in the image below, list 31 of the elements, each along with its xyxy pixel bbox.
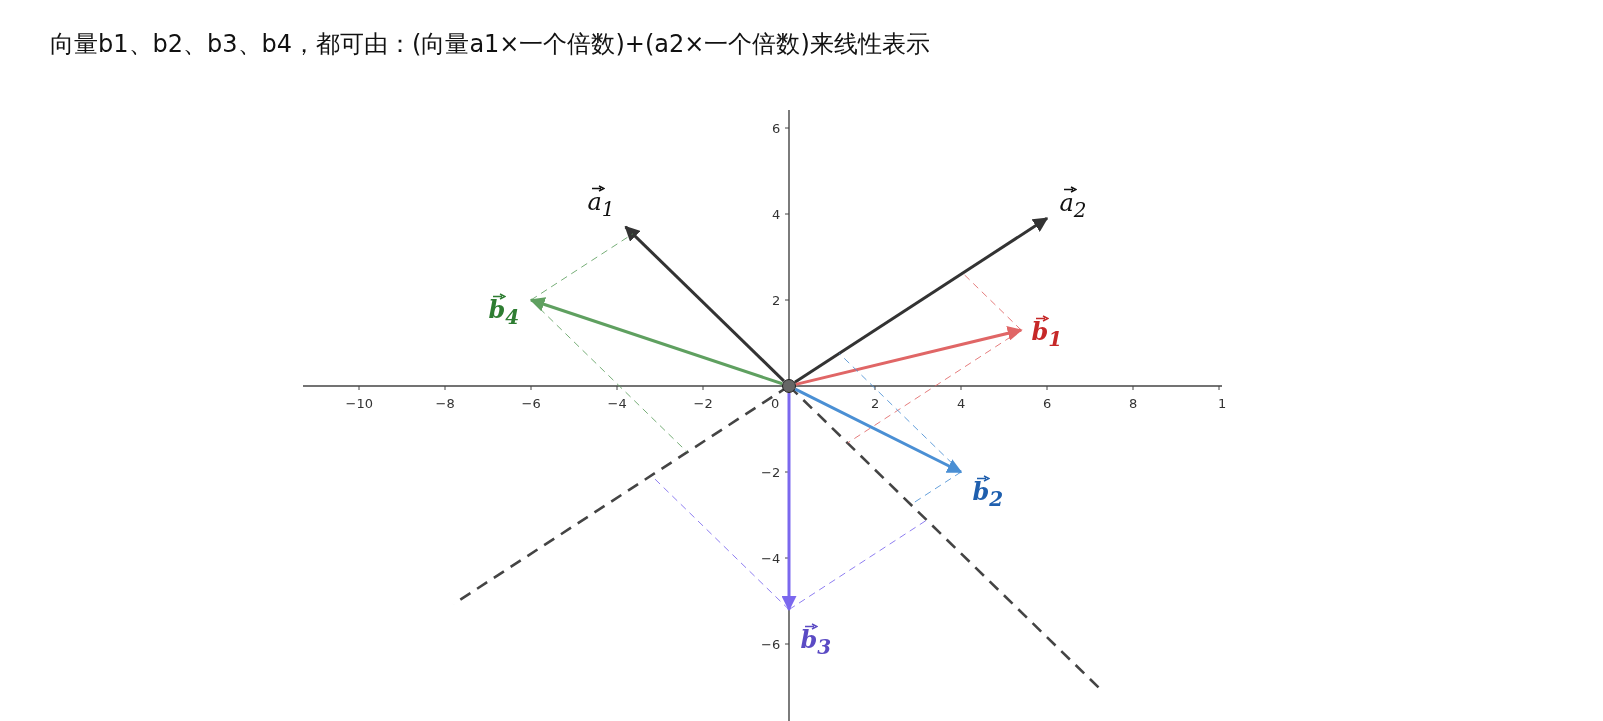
vector-label: b$_{4}$ xyxy=(488,296,520,330)
tick-label: 0 xyxy=(771,395,780,411)
tick-label: −4 xyxy=(607,395,627,411)
vector-label: b$_{2}$ xyxy=(972,478,1004,512)
vector-label: b$_{3}$ xyxy=(800,626,832,660)
vector-arrow xyxy=(794,217,1049,384)
tick-label: −6 xyxy=(521,395,541,411)
tick-label: 2 xyxy=(772,292,781,308)
vector-label: b$_{1}$ xyxy=(1031,318,1063,352)
tick-label: 6 xyxy=(1043,395,1052,411)
tick-label: −4 xyxy=(761,550,781,566)
tick-label: 4 xyxy=(772,206,781,222)
origin-point xyxy=(782,379,796,393)
tick-label: 4 xyxy=(957,395,966,411)
vector-arrow xyxy=(529,297,783,386)
vector-arrow xyxy=(794,387,963,474)
tick-label: 8 xyxy=(1129,395,1138,411)
tick-label: 1 xyxy=(1218,395,1227,411)
vector-arrow xyxy=(781,393,797,612)
title: 向量b1、b2、b3、b4，都可由：(向量a1×一个倍数)+(a2×一个倍数)来线性表示 xyxy=(50,29,930,60)
tick-label: 6 xyxy=(772,120,781,136)
vector-label: a$_{2}$ xyxy=(1059,189,1087,223)
tick-label: −8 xyxy=(435,395,455,411)
vector-label: a$_{1}$ xyxy=(587,189,615,222)
vector-arrow xyxy=(624,225,786,383)
tick-label: −2 xyxy=(693,395,713,411)
vector-arrow xyxy=(795,325,1023,386)
tick-label: −10 xyxy=(345,395,373,411)
tick-label: 2 xyxy=(871,395,880,411)
tick-label: −2 xyxy=(761,464,781,480)
tick-label: −6 xyxy=(761,636,781,652)
